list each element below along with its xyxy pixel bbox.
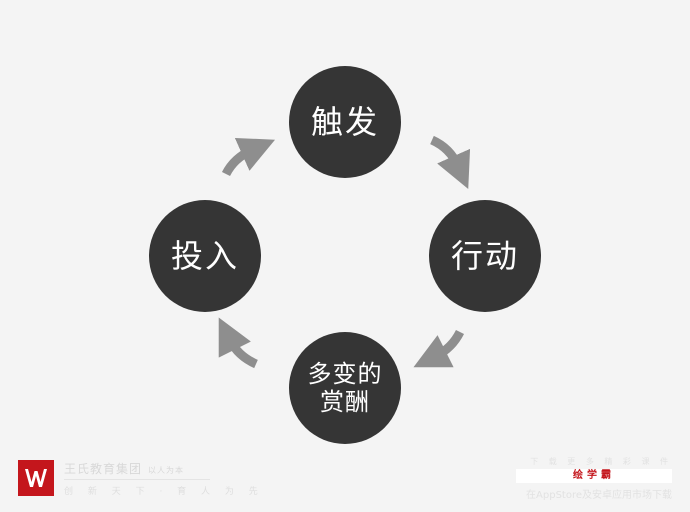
brand-sub: 以人为本 — [148, 466, 185, 475]
promo-top-text: 下 载 更 多 精 彩 课 件 — [530, 457, 672, 466]
arrow-action-to-reward — [413, 329, 465, 368]
brand-name-row: 王氏教育集团以人为本 — [64, 460, 184, 477]
arrow-invest-to-trigger — [221, 137, 276, 177]
w-logo-icon — [25, 469, 47, 487]
node-investment: 投入 — [149, 200, 261, 312]
arrow-reward-to-invest — [218, 317, 258, 369]
promo-app-badge: 绘学霸 — [516, 469, 672, 483]
node-action: 行动 — [429, 200, 541, 312]
arrow-trigger-to-action — [430, 135, 471, 190]
node-variable-reward: 多变的 赏酬 — [289, 332, 401, 444]
app-promo: 下 载 更 多 精 彩 课 件 绘学霸 在AppStore及安卓应用市场下载 — [512, 456, 672, 501]
promo-bottom-text: 在AppStore及安卓应用市场下载 — [526, 490, 672, 501]
node-action-label: 行动 — [450, 237, 519, 275]
node-trigger: 触发 — [289, 66, 401, 178]
brand-logo — [18, 460, 54, 496]
node-investment-label: 投入 — [170, 237, 239, 275]
brand-tagline: 创 新 天 下 · 育 人 为 先 — [64, 487, 264, 497]
node-variable-reward-label: 多变的 赏酬 — [307, 360, 383, 416]
brand-divider — [64, 479, 210, 480]
brand-name: 王氏教育集团 — [64, 462, 143, 476]
node-trigger-label: 触发 — [310, 103, 379, 141]
